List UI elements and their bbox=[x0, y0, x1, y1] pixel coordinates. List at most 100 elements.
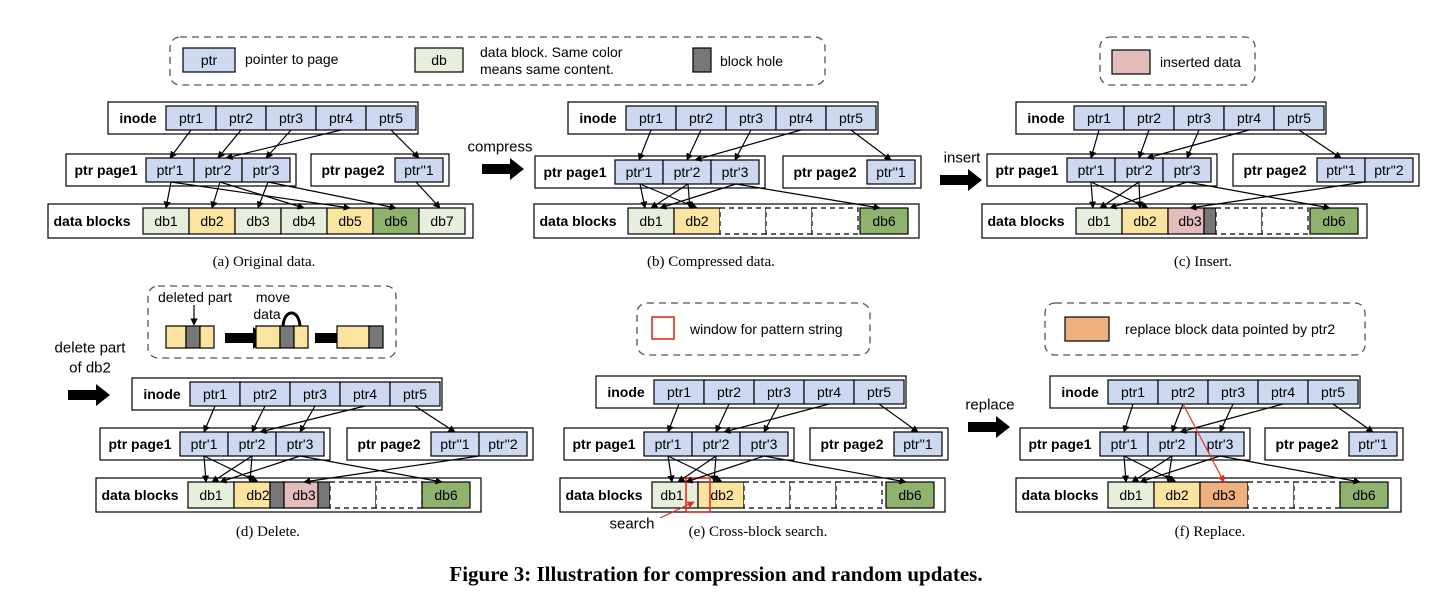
pointer-arrow bbox=[639, 183, 648, 209]
inode-ptr-cell bbox=[803, 379, 855, 405]
inode-ptr-cell bbox=[339, 381, 391, 407]
data-blocks-label: data blocks bbox=[1021, 487, 1098, 503]
inode-to-page1-arrow bbox=[715, 403, 730, 433]
inode-ptr-text: ptr4 bbox=[1271, 384, 1295, 400]
pointer-arrow bbox=[201, 455, 210, 483]
inode-to-page1-arrow bbox=[686, 129, 702, 161]
legend-top bbox=[169, 36, 826, 86]
data-block-text: db1 bbox=[1087, 213, 1111, 229]
inode-ptr-text: ptr3 bbox=[279, 110, 303, 126]
ptr-page1-text: ptr'2 bbox=[674, 164, 701, 180]
replace-label: replace bbox=[965, 397, 1014, 414]
replace-arrow bbox=[968, 416, 1010, 438]
pointer-arrow bbox=[415, 181, 441, 209]
legend-delete bbox=[147, 285, 397, 359]
block-hole bbox=[1203, 207, 1217, 235]
caption-f: (f) Replace. bbox=[1175, 524, 1246, 540]
data-block-text: db6 bbox=[872, 213, 896, 229]
ptr-page1-text: ptr'3 bbox=[1174, 162, 1201, 178]
data-block bbox=[1121, 207, 1169, 235]
inode-ptr-text: ptr4 bbox=[353, 386, 377, 402]
pointer-arrow bbox=[735, 183, 881, 211]
data-blocks-label: data blocks bbox=[565, 487, 642, 503]
legend-move-1: move bbox=[256, 289, 290, 305]
inserted-block bbox=[1167, 207, 1205, 235]
caption-a: (a) Original data. bbox=[213, 254, 316, 270]
inode-to-page1-arrow bbox=[203, 405, 216, 433]
data-block-text: db2 bbox=[685, 213, 709, 229]
insert-arrow bbox=[940, 169, 982, 191]
ptr-page1-label: ptr page1 bbox=[108, 436, 171, 452]
block-hole bbox=[317, 481, 331, 509]
inode-ptr-cell bbox=[1223, 105, 1275, 131]
legend-ptr-text: ptr bbox=[201, 52, 218, 68]
legend-hole bbox=[185, 325, 201, 349]
data-block-text: db7 bbox=[430, 213, 454, 229]
inode-ptr-text: ptr5 bbox=[1321, 384, 1345, 400]
inode-to-page1-arrow bbox=[1122, 403, 1134, 433]
ptr-page2-label: ptr page2 bbox=[1275, 436, 1338, 452]
inode-to-page2-arrow bbox=[850, 129, 892, 161]
data-block-text: db4 bbox=[292, 213, 316, 229]
legend-hole-swatch bbox=[692, 47, 712, 73]
search-arrow bbox=[659, 501, 695, 519]
ptr-page1-text: ptr'2 bbox=[1126, 162, 1153, 178]
data-block bbox=[627, 207, 675, 235]
legend-db-desc-2: means same content. bbox=[480, 61, 614, 77]
data-block-text: db5 bbox=[338, 213, 362, 229]
inode-ptr-text: ptr4 bbox=[1237, 110, 1261, 126]
inode-ptr-cell bbox=[825, 105, 877, 131]
ptr-page1-text: ptr'2 bbox=[205, 162, 232, 178]
ptr-page1-cell bbox=[710, 159, 760, 185]
inode-ptr-text: ptr5 bbox=[1287, 110, 1311, 126]
compress-arrow bbox=[482, 158, 524, 180]
data-block-text: db3 bbox=[292, 487, 316, 503]
ptr-page2-text: ptr''2 bbox=[1374, 162, 1404, 178]
legend-move-2: data bbox=[253, 306, 280, 322]
ptr-page1-label: ptr page1 bbox=[1028, 436, 1091, 452]
legend-block bbox=[293, 325, 309, 349]
inode-ptr-text: ptr2 bbox=[229, 110, 253, 126]
pointer-arrow bbox=[1139, 455, 1221, 484]
empty-block bbox=[1215, 207, 1263, 235]
inode-label: inode bbox=[1027, 110, 1065, 126]
pointer-arrow bbox=[1088, 181, 1097, 209]
inode-ptr-text: ptr5 bbox=[867, 384, 891, 400]
legend-inserted-desc: inserted data bbox=[1160, 54, 1241, 70]
inode-to-page1-arrow bbox=[723, 403, 830, 434]
inode-label: inode bbox=[1061, 384, 1099, 400]
legend-replace bbox=[1044, 302, 1366, 356]
empty-block bbox=[811, 207, 859, 235]
data-block-text: db6 bbox=[1322, 213, 1346, 229]
ptr-page1-text: ptr'1 bbox=[191, 436, 218, 452]
ptr-page1-text: ptr'3 bbox=[253, 162, 280, 178]
inode-label: inode bbox=[579, 110, 617, 126]
data-block bbox=[1075, 207, 1123, 235]
ptr-page2-label: ptr page2 bbox=[321, 162, 384, 178]
data-blocks-label: data blocks bbox=[987, 213, 1064, 229]
inode-ptr-text: ptr4 bbox=[817, 384, 841, 400]
inode-ptr-cell bbox=[239, 381, 291, 407]
ptr-page1-text: ptr'3 bbox=[751, 436, 778, 452]
data-block bbox=[1309, 207, 1359, 235]
ptr-page2-text: ptr''1 bbox=[903, 436, 933, 452]
pointer-arrow bbox=[1121, 455, 1130, 483]
legend-replaced-swatch bbox=[1064, 316, 1110, 342]
ptr-page1-cell bbox=[1162, 157, 1212, 183]
legend-hole-desc: block hole bbox=[720, 53, 783, 69]
data-block-text: db1 bbox=[660, 487, 684, 503]
ptr-page2-label: ptr page2 bbox=[793, 164, 856, 180]
pointer-arrow bbox=[763, 455, 907, 485]
inode-to-page1-arrow bbox=[638, 129, 652, 161]
ptr-page1-text: ptr'3 bbox=[287, 436, 314, 452]
ptr-page1-cell bbox=[193, 157, 243, 183]
data-blocks-label: data blocks bbox=[539, 213, 616, 229]
ptr-page1-label: ptr page1 bbox=[543, 164, 606, 180]
search-label: search bbox=[609, 516, 654, 533]
inode-ptr-text: ptr3 bbox=[739, 110, 763, 126]
inode-to-page1-arrow bbox=[169, 129, 192, 159]
ptr-page2-cell bbox=[1316, 157, 1366, 183]
pointer-arrow bbox=[299, 455, 443, 485]
pointer-arrow bbox=[659, 183, 737, 210]
inode-ptr-cell bbox=[1207, 379, 1259, 405]
